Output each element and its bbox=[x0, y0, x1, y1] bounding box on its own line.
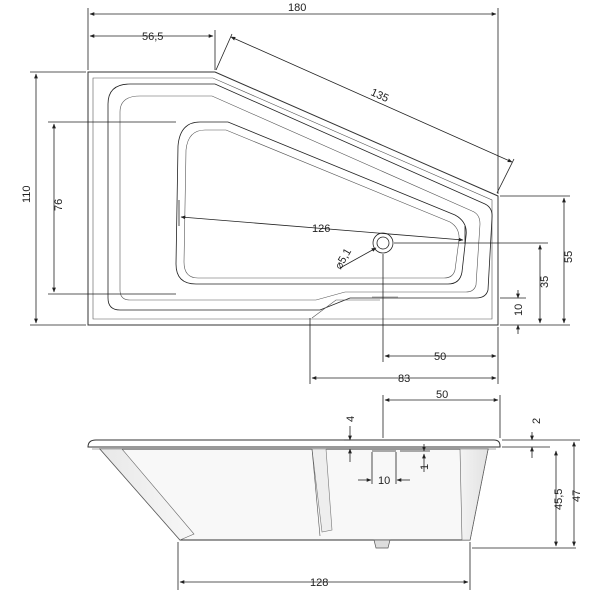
dim-110: 110 bbox=[21, 185, 33, 203]
dim-10: 10 bbox=[513, 304, 525, 316]
dim-180: 180 bbox=[288, 2, 306, 14]
dim-47: 47 bbox=[571, 490, 583, 502]
side-view: 50 4 2 10 1 45,5 47 128 bbox=[87, 389, 583, 590]
basin-step bbox=[311, 299, 380, 319]
tub-rim bbox=[87, 439, 501, 448]
drain-inner bbox=[376, 236, 390, 250]
top-view: 180 56,5 135 110 76 126 ⌀5,1 55 bbox=[21, 2, 575, 385]
dim-1: 1 bbox=[419, 464, 431, 470]
dim-50-side: 50 bbox=[436, 389, 448, 401]
dim-35: 35 bbox=[539, 276, 551, 288]
dim-50-top: 50 bbox=[434, 351, 446, 363]
dim-2: 2 bbox=[531, 418, 543, 424]
dim-135: 135 bbox=[369, 86, 391, 104]
dim-4: 4 bbox=[345, 416, 357, 422]
basin-floor bbox=[175, 121, 467, 285]
dim-55: 55 bbox=[563, 251, 575, 263]
dim-128: 128 bbox=[310, 577, 328, 589]
basin-inner-edge bbox=[119, 95, 481, 301]
tub-outer-outline bbox=[87, 71, 499, 326]
bottom-drain bbox=[373, 539, 391, 549]
dim-drain-diameter: ⌀5,1 bbox=[333, 246, 354, 271]
inner-panel bbox=[311, 448, 333, 533]
dim-45-5: 45,5 bbox=[553, 489, 565, 510]
basin-floor-inner bbox=[183, 129, 460, 279]
tub-rim-line bbox=[92, 77, 493, 320]
basin-outer-edge bbox=[107, 83, 493, 311]
dim-56-5: 56,5 bbox=[142, 31, 163, 43]
left-wall bbox=[99, 448, 195, 541]
right-wall bbox=[459, 448, 489, 541]
drain-outer bbox=[372, 232, 394, 254]
dim-83: 83 bbox=[398, 373, 410, 385]
dim-76: 76 bbox=[53, 199, 65, 211]
dim-126: 126 bbox=[312, 223, 330, 235]
dim-10-side: 10 bbox=[378, 475, 390, 487]
